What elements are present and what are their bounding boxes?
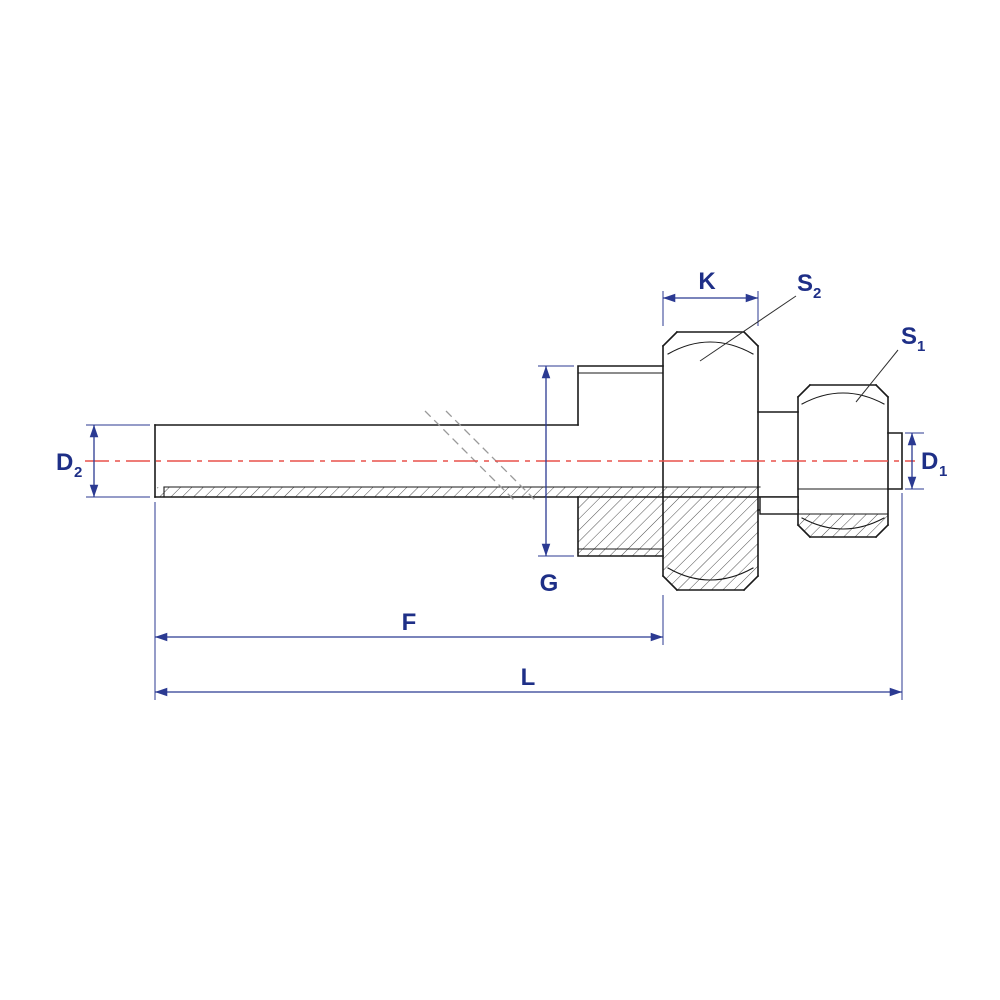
label-f: F [402,609,417,636]
nut-hatch [798,514,888,537]
s1-leader-line [855,349,899,403]
label-s1: S [901,323,917,350]
hex-corner-chamfers [661,330,760,592]
part-outline [154,330,903,592]
nut-chamfer-arc-top [801,392,885,405]
label-l: L [521,664,536,691]
stub-outline [887,432,903,490]
label-d2: D [56,449,73,476]
hex-body-hatch [663,497,758,590]
label-d1-subscript: 1 [939,463,947,480]
label-s1-subscript: 1 [917,338,925,355]
hex-chamfer-arc-top [667,341,754,355]
tube-wall-hatch [157,487,760,497]
label-d1: D [921,448,938,475]
nut-chamfer-arc-bottom [801,517,885,530]
label-s2: S [797,270,813,297]
label-d2-subscript: 2 [74,464,82,481]
break-line-2 [445,410,538,503]
collar-top-outline [577,365,664,426]
section-hatching [157,487,888,590]
dimensions [86,291,924,700]
label-k: K [698,268,716,295]
dimension-labels: D 2 K S 2 S 1 G F L D 1 [56,268,947,691]
s2-leader-line [699,295,797,362]
collar-bottom-outline [577,496,664,557]
label-s2-subscript: 2 [813,285,821,302]
break-lines [424,410,538,503]
collar-hatch [578,497,663,556]
nut-corner-chamfers [796,383,890,539]
label-g: G [540,570,559,597]
hex-chamfer-arc-bottom [667,567,754,581]
break-line-1 [424,410,517,503]
ferrule [759,496,799,515]
